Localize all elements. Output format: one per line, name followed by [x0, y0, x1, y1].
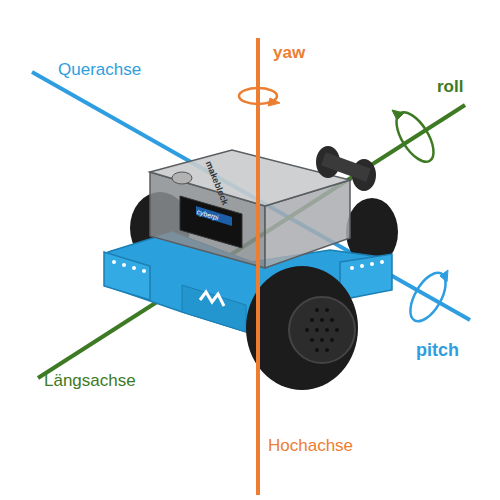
speaker-grill	[289, 297, 355, 363]
rotation-label: pitch	[416, 341, 459, 359]
axis-label: Hochachse	[268, 437, 353, 454]
arrow-head	[440, 270, 448, 282]
wheel	[246, 266, 358, 390]
rotation-label: yaw	[273, 44, 305, 61]
rotation-label: roll	[437, 78, 463, 95]
button	[172, 172, 192, 184]
screen-logo	[196, 206, 232, 226]
arrow-head	[268, 98, 280, 106]
logo-mark	[200, 292, 224, 306]
arrow-head	[392, 110, 404, 120]
front-plate	[182, 285, 246, 332]
robot	[104, 146, 398, 390]
pitch-rotation	[403, 267, 453, 327]
sensor	[321, 152, 371, 182]
axis-label: Querachse	[58, 61, 141, 78]
vertical-axis	[256, 38, 260, 495]
screen	[180, 196, 242, 248]
axis-label: Längsachse	[44, 372, 136, 389]
roll-rotation	[389, 106, 441, 167]
bracket	[104, 252, 150, 300]
